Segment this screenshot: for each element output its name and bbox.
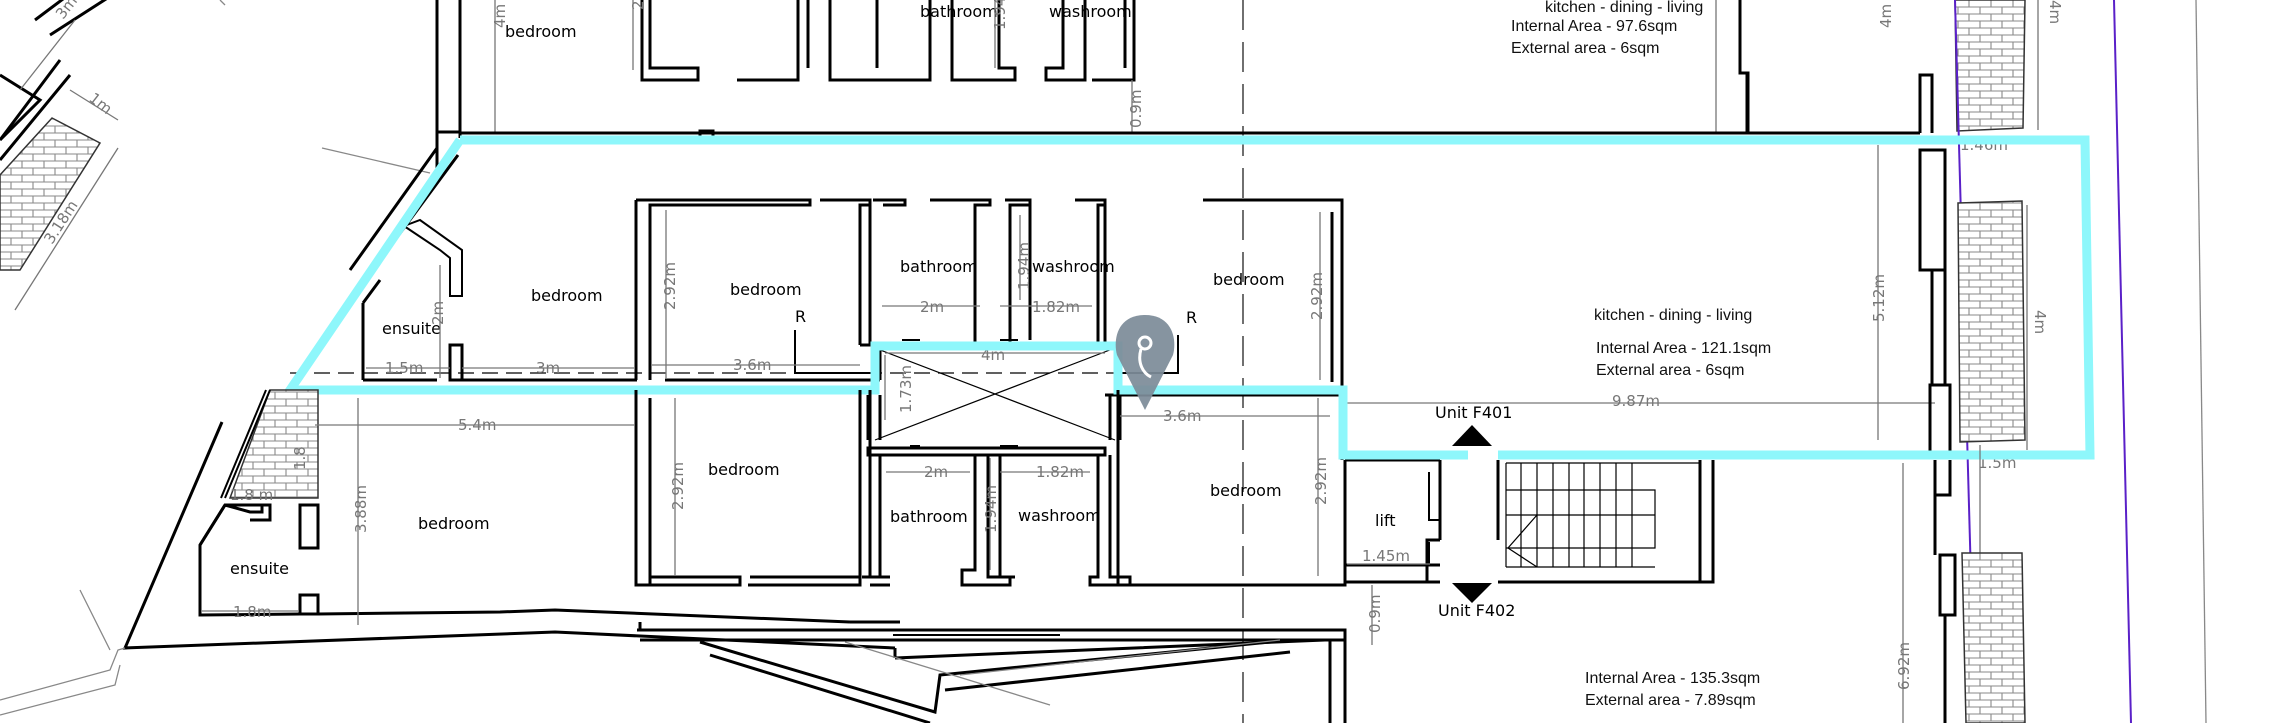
dim-1m-top: 1m [86, 89, 116, 118]
room-label-f401-ensuite: ensuite [382, 319, 441, 338]
upper-external-area: External area - 6sqm [1511, 40, 1660, 57]
dim-4m-balcony: 4m [2031, 310, 2049, 334]
unit-f401-label[interactable]: Unit F401 [1435, 403, 1512, 422]
room-label-f402-lift: lift [1375, 511, 1396, 530]
dim-3-6m-a: 3.6m [733, 356, 771, 374]
room-label-f402-bedroom-2: bedroom [708, 460, 780, 479]
location-pin-icon[interactable] [1115, 315, 1175, 410]
dim-4m-far-top: 4m [2046, 0, 2064, 24]
room-label-f402-bathroom: bathroom [890, 507, 968, 526]
diagonal-wall-top [34, 0, 108, 37]
dim-4m-upper-left: 4m [491, 4, 509, 28]
dim-1-8m-horizontal: 1.8 m [230, 486, 273, 504]
dim-2-92m-c: 2.92m [669, 462, 687, 510]
dim-0-9m-upper: 0.9m [1127, 90, 1145, 128]
unit-f401: R R ensuite bedroom bedroom bathroom was… [290, 73, 2049, 472]
staircase [1505, 462, 1700, 568]
wall-upper-left-pier [435, 0, 462, 134]
dim-1-94m-upper: 1.94m [991, 0, 1009, 30]
f402-internal-area: Internal Area - 135.3sqm [1585, 670, 1760, 687]
dim-6-92m: 6.92m [1895, 642, 1913, 690]
room-label-f401-bedroom-3: bedroom [1213, 270, 1285, 289]
room-label-f402-washroom: washroom [1018, 506, 1101, 525]
diagonal-room-wall [0, 73, 43, 142]
dim-4m-upper-right: 4m [1877, 4, 1895, 28]
balcony-paving-f401 [1957, 200, 2026, 443]
dim-2-upper: 2 [629, 0, 647, 10]
f401-external-area: External area - 6sqm [1596, 362, 1745, 379]
dim-1-5m: 1.5m [385, 359, 423, 377]
upper-kitchen-label: kitchen - dining - living [1545, 0, 1703, 16]
room-label-f402-bedroom-3: bedroom [1210, 481, 1282, 500]
unit-f402-label[interactable]: Unit F402 [1438, 601, 1515, 620]
dim-2m-b: 2m [924, 463, 948, 481]
balcony-paving-f402-right [1961, 552, 2026, 723]
dim-1-82m-b: 1.82m [1036, 463, 1084, 481]
roof-hatch-lines [844, 639, 1281, 706]
f402-external-area: External area - 7.89sqm [1585, 692, 1756, 709]
balcony-paving-top-left [0, 117, 102, 271]
unit-f401-arrow-icon[interactable] [1452, 425, 1492, 446]
dim-3-88m: 3.88m [352, 485, 370, 533]
balcony-paving-upper [1954, 0, 2026, 132]
site-edge-line [2195, 0, 2207, 723]
room-label-upper-washroom: washroom [1049, 2, 1132, 21]
dim-1-73m: 1.73m [897, 365, 915, 413]
dim-1-45m: 1.45m [1362, 547, 1410, 565]
upper-internal-area: Internal Area - 97.6sqm [1511, 18, 1677, 35]
dim-2-92m-d: 2.92m [1312, 457, 1330, 505]
f401-internal-area: Internal Area - 121.1sqm [1596, 340, 1771, 357]
f401-kitchen-label: kitchen - dining - living [1594, 307, 1752, 324]
dim-5-4m: 5.4m [458, 416, 496, 434]
void-cross [874, 347, 1116, 441]
room-label-f402-bedroom-1: bedroom [418, 514, 490, 533]
room-label-f401-bathroom: bathroom [900, 257, 978, 276]
diagonal-wall [0, 59, 72, 161]
marker-r-1: R [795, 307, 806, 326]
upper-unit: bedroom bathroom washroom kitchen - dini… [435, 0, 1895, 175]
landing: Unit F401 Unit F402 [1343, 403, 1715, 620]
dim-2-92m-a: 2.92m [661, 262, 679, 310]
dim-2m-a: 2m [920, 298, 944, 316]
dim-3m: 3m [536, 359, 560, 377]
unit-f402-arrow-icon[interactable] [1452, 583, 1492, 603]
top-left-wing: 3m 1m 3.18m [0, 0, 431, 311]
unit-f402: bedroom ensuite bedroom bathroom washroo… [0, 389, 2026, 723]
leader-line [321, 147, 431, 174]
room-label-f401-bedroom-1: bedroom [531, 286, 603, 305]
room-label-upper-bedroom-left: bedroom [505, 22, 577, 41]
dim-3-6m-b: 3.6m [1163, 407, 1201, 425]
dim-5-12m: 5.12m [1870, 274, 1888, 322]
dim-1-82m-a: 1.82m [1032, 298, 1080, 316]
room-label-upper-bathroom: bathroom [920, 2, 998, 21]
dim-1-94m-b: 1.94m [982, 485, 1000, 533]
dim-2-92m-b: 2.92m [1308, 272, 1326, 320]
balcony-paving-f402 [228, 389, 319, 499]
dim-1-8m: 1.8m [233, 603, 271, 621]
boundary-line-right [2113, 0, 2132, 723]
marker-r-2: R [1186, 308, 1197, 327]
dim-0-9m-low: 0.9m [1366, 595, 1384, 633]
dim-1-8-vertical: 1.8 [291, 446, 309, 470]
dim-9-87m: 9.87m [1612, 392, 1660, 410]
room-label-f402-ensuite: ensuite [230, 559, 289, 578]
room-label-f401-bedroom-2: bedroom [730, 280, 802, 299]
room-label-f401-washroom: washroom [1032, 257, 1115, 276]
dim-ensuite-2m: 2m [429, 301, 447, 325]
dim-1-94m-a: 1.94m [1015, 242, 1033, 290]
